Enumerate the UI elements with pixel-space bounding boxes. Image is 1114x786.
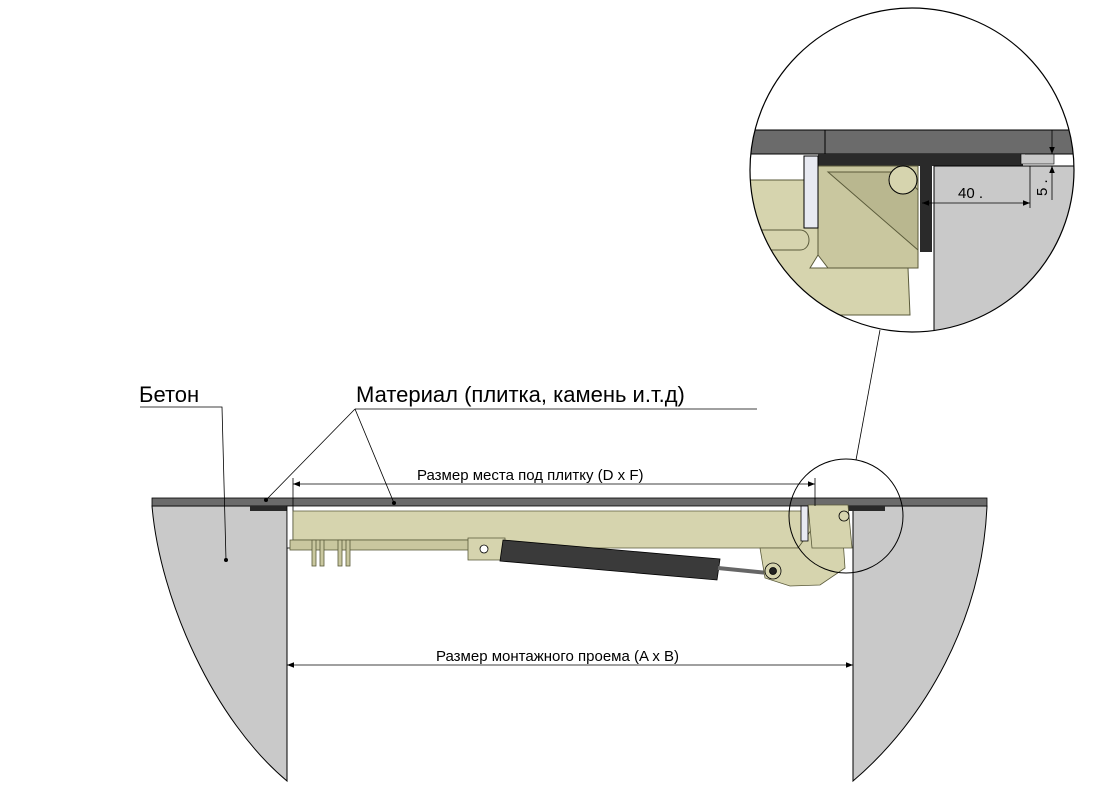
detail-dim-40-label: 40 .: [958, 185, 983, 202]
detail-frame-leg: [920, 166, 932, 252]
tile-space-label: Размер места под плитку (D x F): [417, 467, 644, 484]
material-leader-dot-1: [264, 498, 268, 502]
detail-corner-bracket: [750, 229, 810, 251]
detail-magnifier-border: [749, 7, 1075, 333]
detail-hinge-pin: [888, 165, 918, 195]
material-leader-dot-2: [392, 501, 396, 505]
hatch-tray-bottom-flange: [289, 539, 471, 551]
frame-bolt-2: [319, 539, 325, 567]
frame-bolt-4: [345, 539, 351, 567]
material-label: Материал (плитка, камень и.т.д): [356, 382, 685, 407]
gas-spring-rod: [717, 566, 769, 575]
detail-frame-strip: [818, 154, 1023, 166]
detail-dim-5-label: 5 .: [1034, 179, 1051, 196]
detail-side-wall: [803, 155, 819, 229]
material-leader-2: [354, 408, 395, 504]
material-leader-1: [265, 408, 356, 501]
spring-mount-left-hole: [479, 544, 489, 554]
concrete-right: [852, 505, 988, 783]
concrete-left: [151, 505, 288, 783]
frame-bolt-3: [337, 539, 343, 567]
hinge-side-wall: [800, 505, 809, 542]
concrete-leader-dot: [224, 558, 228, 562]
detail-tile-left: [750, 129, 826, 155]
detail-concrete: [933, 165, 1074, 332]
concrete-label: Бетон: [139, 382, 199, 407]
detail-frame-strip-end: [1020, 153, 1055, 165]
frame-top-strip-right: [815, 506, 885, 511]
frame-top-strip-left: [250, 506, 290, 511]
hinge-pin: [838, 510, 850, 522]
gas-spring-body: [499, 539, 721, 581]
detail-connector: [855, 329, 881, 461]
hinge-bolt-inner: [769, 567, 777, 575]
frame-bolt-1: [311, 539, 317, 567]
opening-label: Размер монтажного проема (A x B): [436, 648, 679, 665]
detail-marker-circle: [788, 458, 904, 574]
tile-layer: [151, 497, 988, 507]
concrete-leader: [140, 406, 227, 561]
detail-view: [750, 8, 1074, 332]
